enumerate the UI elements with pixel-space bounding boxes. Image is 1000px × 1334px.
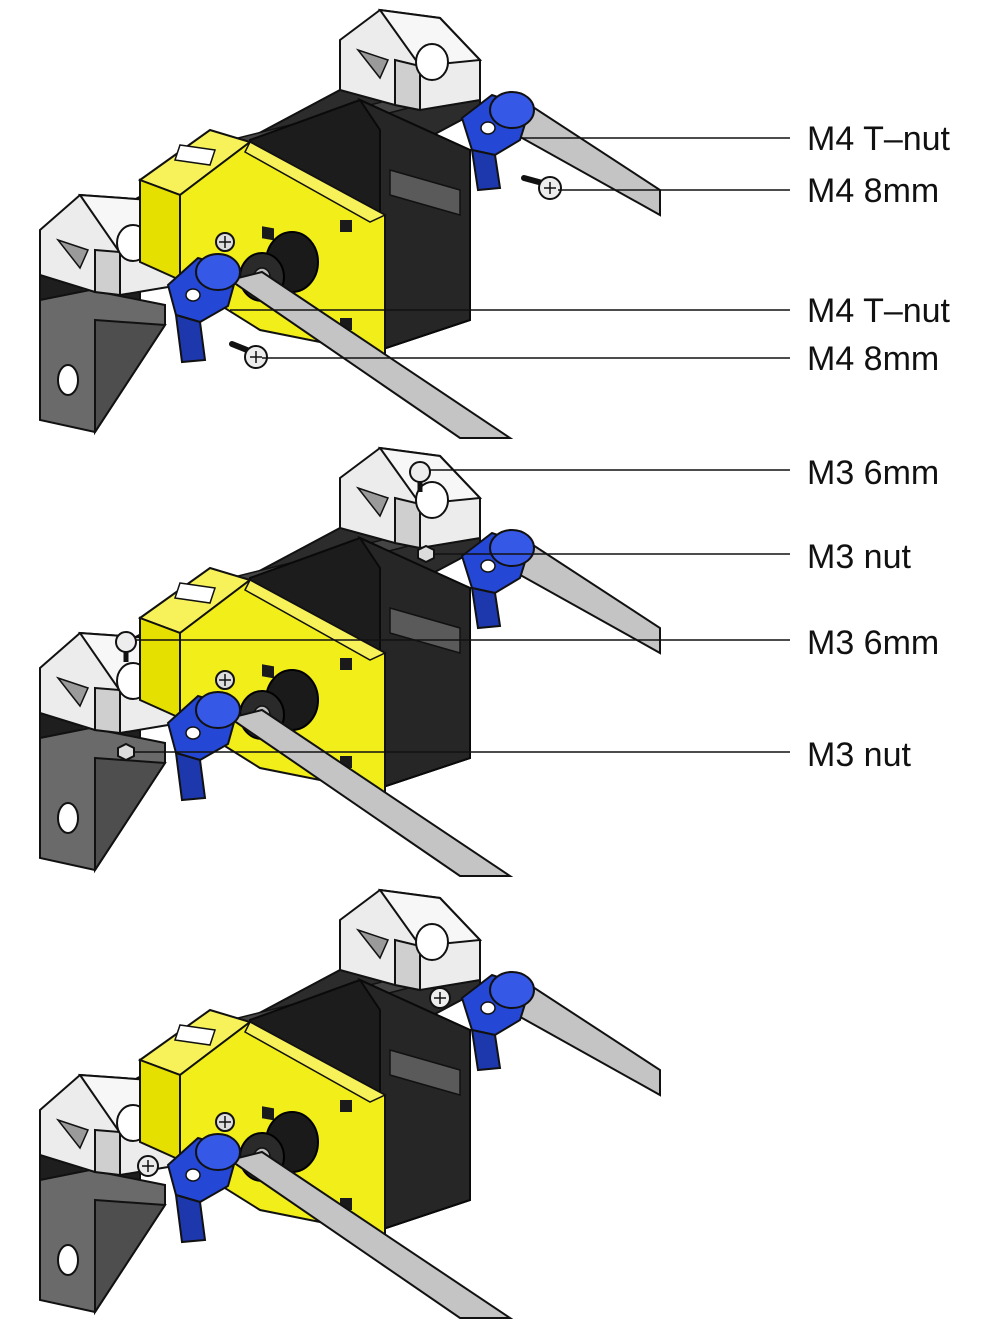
screw-icon [115, 631, 137, 662]
installed-screw-icon [429, 987, 451, 1009]
nut-icon [117, 742, 135, 762]
assembly-step-1-render [38, 8, 662, 440]
screw-icon [409, 461, 431, 492]
assembly-step-3-render [38, 888, 662, 1320]
callout-label: M4 8mm [807, 172, 939, 210]
assembly-step-2: M3 6mm M3 nut M3 6mm M3 nut [38, 446, 939, 878]
installed-screw-icon [137, 1155, 159, 1177]
screw-icon [521, 175, 562, 200]
nut-icon [417, 544, 435, 564]
callout-label: M3 nut [807, 538, 911, 576]
assembly-step-1: M4 T–nut M4 8mm M4 T–nut M4 8mm [38, 8, 951, 440]
callout-label: M4 T–nut [807, 292, 951, 330]
callout-label: M4 T–nut [807, 120, 951, 158]
callout-leader-lines [230, 137, 790, 359]
assembly-step-3 [38, 888, 662, 1320]
callout-label: M3 nut [807, 736, 911, 774]
screw-icon [229, 341, 268, 369]
callout-label: M3 6mm [807, 624, 939, 662]
callout-leader-lines [134, 469, 790, 753]
assembly-step-2-render [38, 446, 662, 878]
callout-label: M4 8mm [807, 340, 939, 378]
callout-label: M3 6mm [807, 454, 939, 492]
